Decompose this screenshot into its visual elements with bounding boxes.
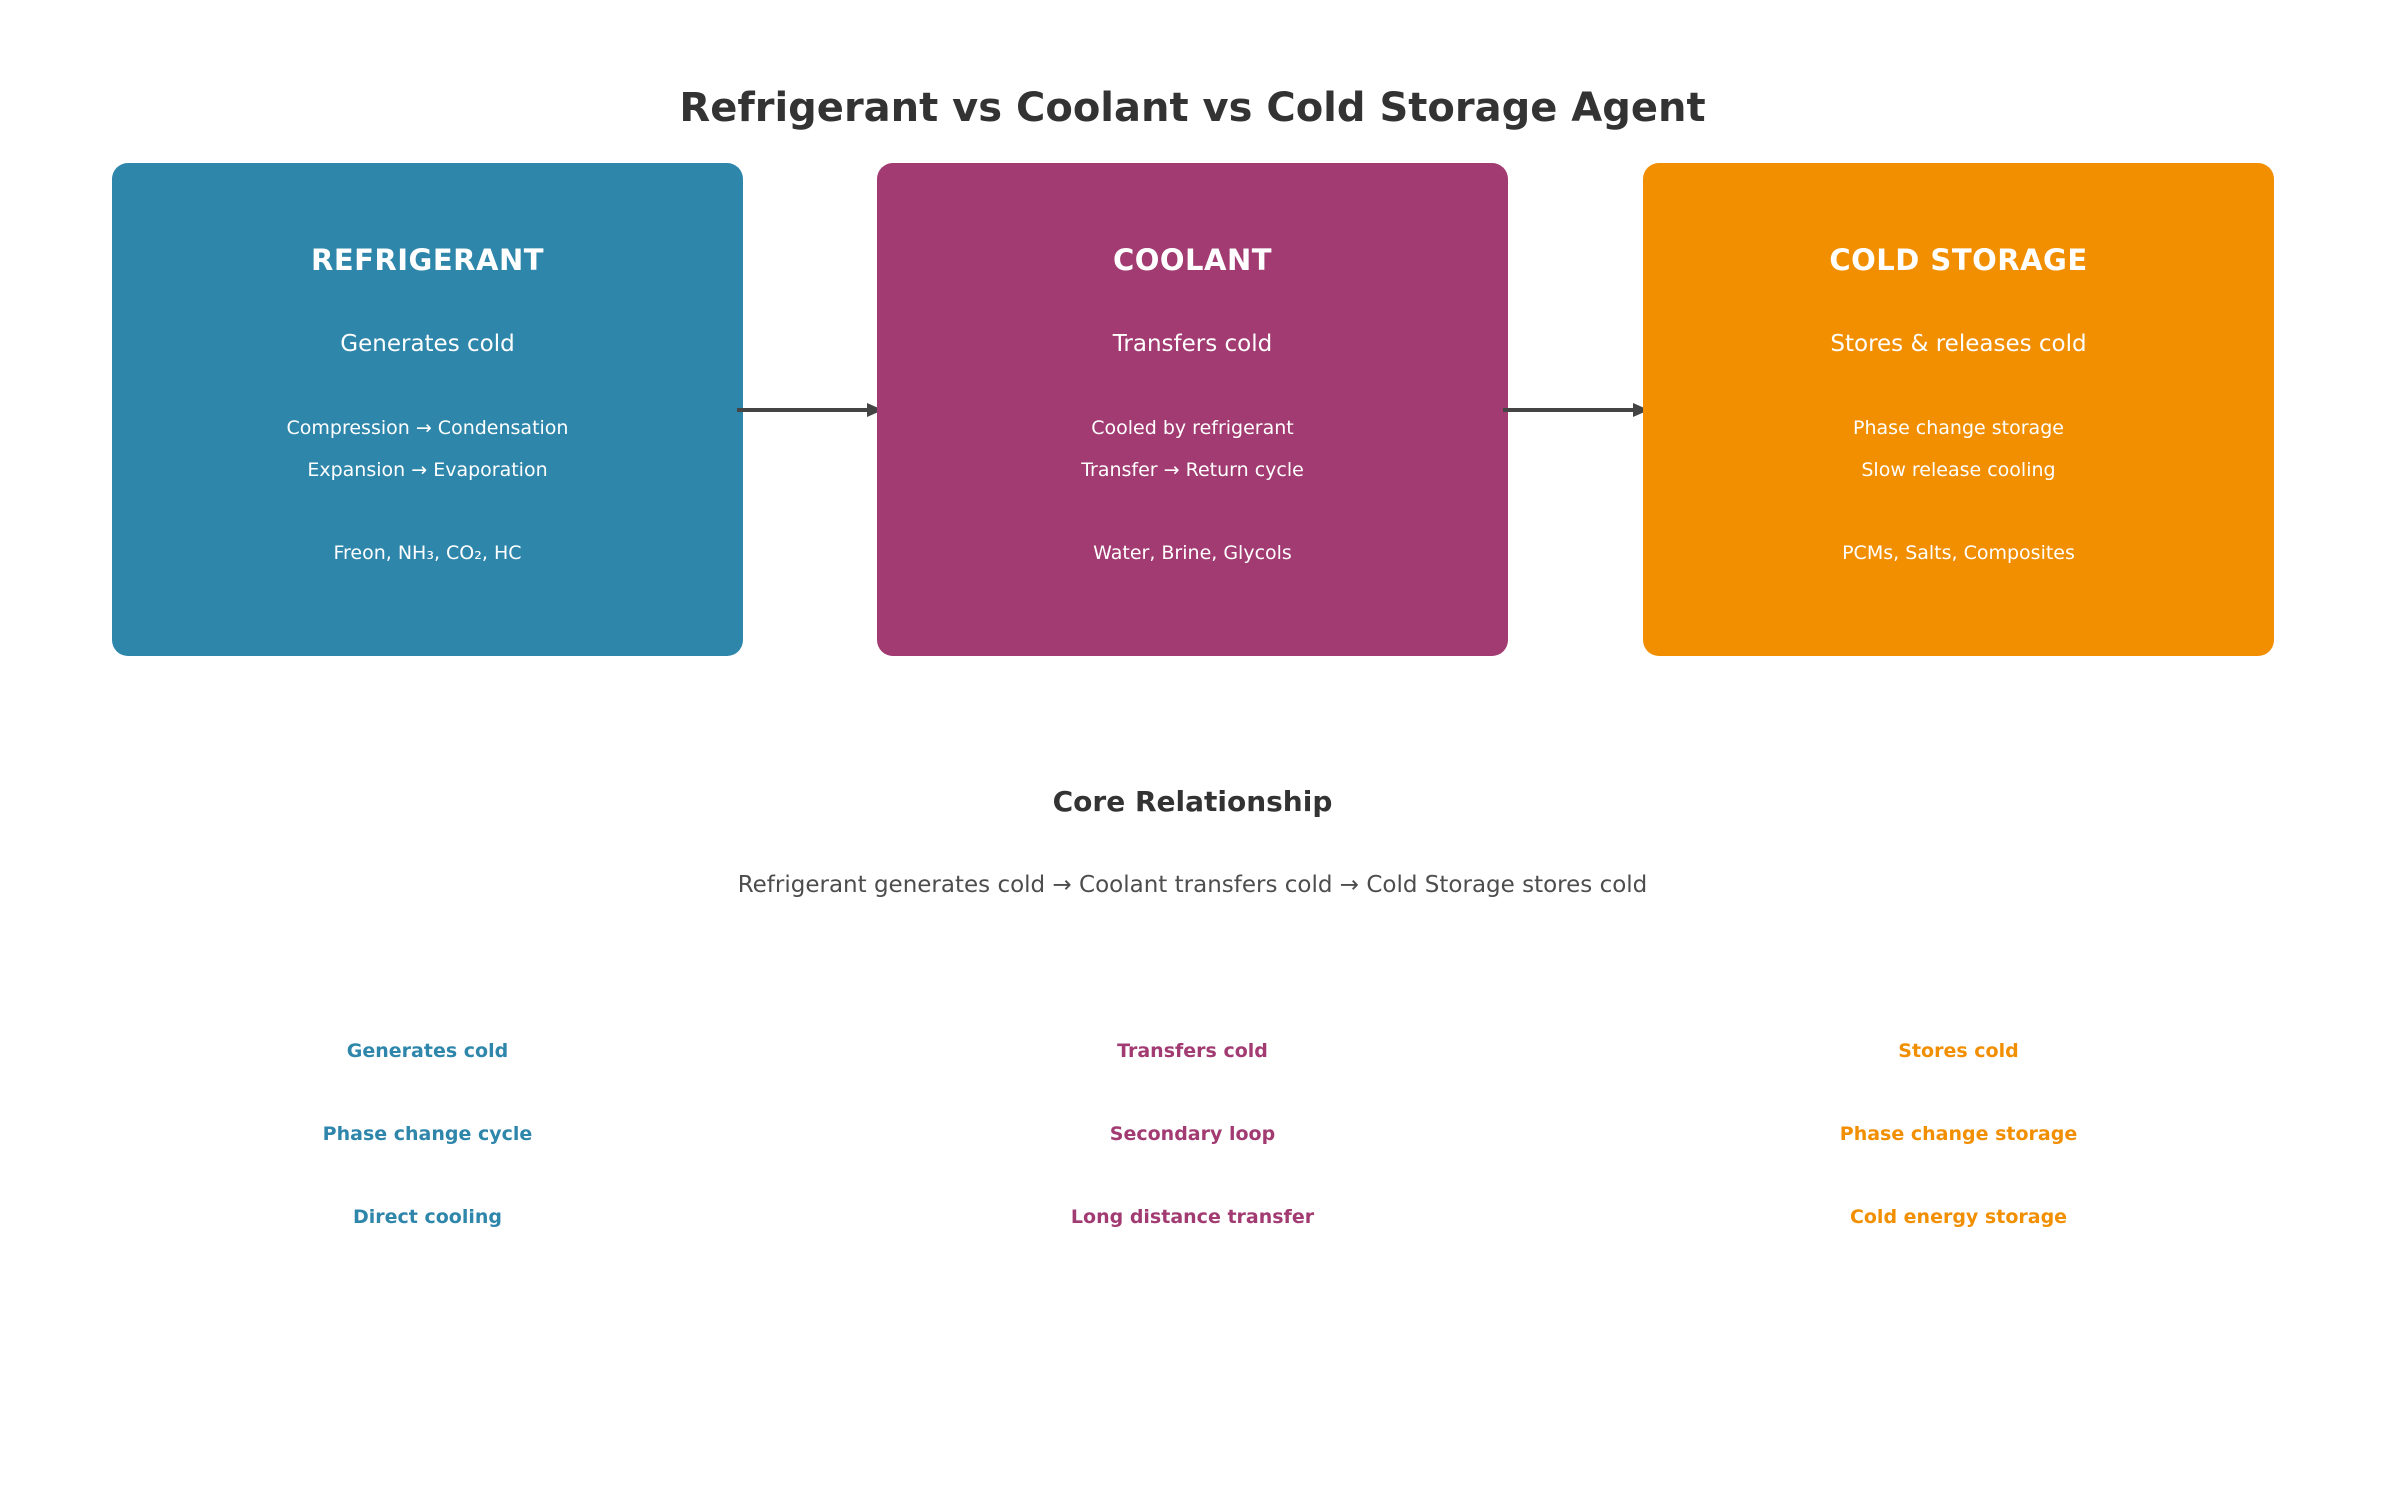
- cold-storage-detail: Slow release cooling: [1861, 459, 2056, 481]
- coolant-heading: COOLANT: [1112, 243, 1273, 277]
- cold-storage-subtitle: Stores & releases cold: [1830, 331, 2087, 357]
- core-relationship-text: Refrigerant generates cold → Coolant tra…: [737, 872, 1648, 898]
- cold-storage-examples: PCMs, Salts, Composites: [1842, 542, 2075, 564]
- cold-storage-feature: Stores cold: [1898, 1040, 2019, 1062]
- refrigerant-detail: Compression → Condensation: [286, 417, 569, 439]
- refrigerant-subtitle: Generates cold: [340, 331, 515, 357]
- refrigerant-feature: Generates cold: [346, 1040, 509, 1062]
- coolant-subtitle: Transfers cold: [1112, 331, 1273, 357]
- cold-storage-feature: Cold energy storage: [1849, 1206, 2068, 1228]
- refrigerant-feature: Direct cooling: [352, 1206, 503, 1228]
- coolant-examples: Water, Brine, Glycols: [1093, 542, 1292, 564]
- refrigerant-examples: Freon, NH₃, CO₂, HC: [333, 542, 522, 564]
- refrigerant-box: REFRIGERANT Generates cold Compression →…: [112, 163, 743, 656]
- coolant-feature: Long distance transfer: [1070, 1206, 1315, 1228]
- core-relationship-title: Core Relationship: [1052, 785, 1333, 818]
- refrigerant-feature: Phase change cycle: [322, 1123, 533, 1145]
- cold-storage-box: COLD STORAGE Stores & releases cold Phas…: [1643, 163, 2274, 656]
- cold-storage-heading: COLD STORAGE: [1829, 243, 2088, 277]
- coolant-feature: Secondary loop: [1109, 1123, 1276, 1145]
- diagram-title: Refrigerant vs Coolant vs Cold Storage A…: [679, 85, 1706, 131]
- coolant-detail: Transfer → Return cycle: [1081, 459, 1304, 481]
- cold-storage-detail: Phase change storage: [1853, 417, 2064, 439]
- refrigerant-detail: Expansion → Evaporation: [307, 459, 548, 481]
- cold-storage-feature: Phase change storage: [1839, 1123, 2078, 1145]
- flow-arrow-2: [1503, 403, 1649, 417]
- coolant-box: COOLANT Transfers cold Cooled by refrige…: [877, 163, 1508, 656]
- coolant-detail: Cooled by refrigerant: [1091, 417, 1294, 439]
- coolant-feature: Transfers cold: [1117, 1040, 1268, 1062]
- flow-arrow-1: [737, 403, 883, 417]
- refrigerant-heading: REFRIGERANT: [310, 243, 544, 277]
